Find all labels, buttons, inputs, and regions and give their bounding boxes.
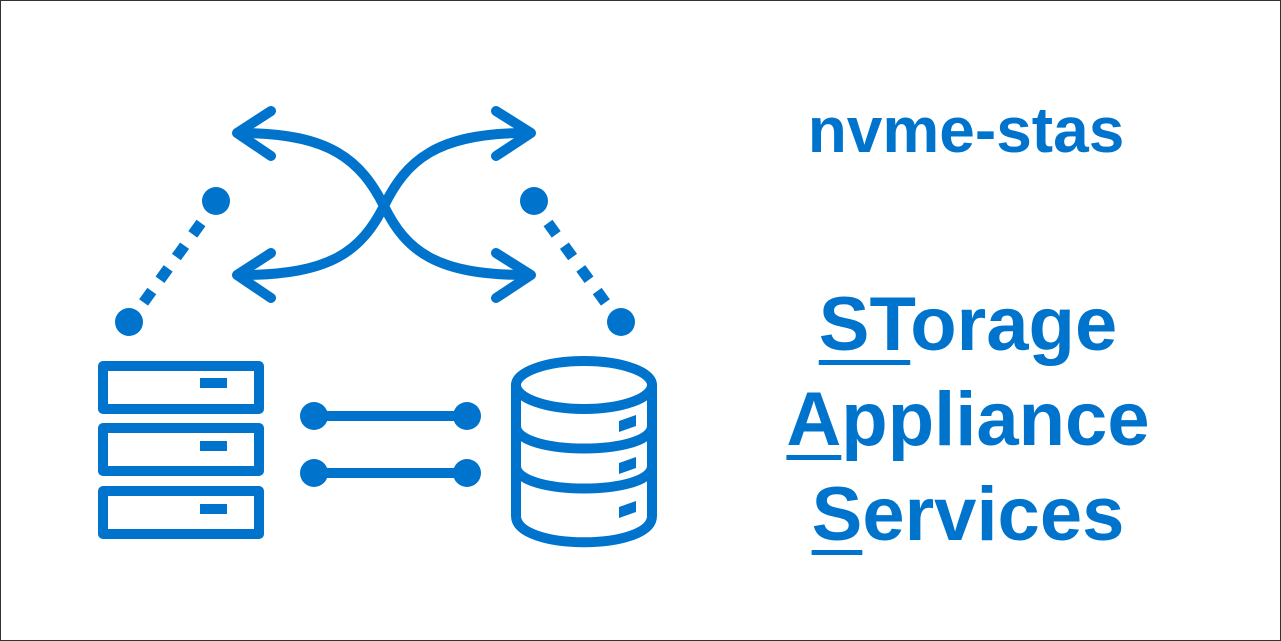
acronym-line-appliance: Appliance [758, 376, 1178, 463]
acronym-initial: ST [818, 282, 911, 367]
dot [607, 308, 635, 336]
acronym-line-services: Services [758, 471, 1178, 558]
server-rack-icon [98, 361, 264, 539]
acronym-rest: orage [910, 282, 1118, 367]
acronym-rest: ervices [862, 472, 1125, 557]
crossing-arrows-icon [232, 106, 536, 303]
acronym-initial: S [811, 472, 863, 557]
acronym-line-storage: STorage [758, 281, 1178, 368]
app-title: nvme-stas [807, 94, 1125, 166]
storage-network-illustration [98, 106, 657, 548]
dot [115, 308, 143, 336]
database-icon [511, 356, 657, 548]
dot [202, 187, 230, 215]
dotted-link-left [136, 219, 206, 310]
connection-link-icon [308, 411, 471, 478]
acronym-initial: A [786, 377, 842, 462]
dot [520, 187, 548, 215]
dotted-link-right [543, 219, 613, 310]
acronym-rest: ppliance [841, 377, 1150, 462]
